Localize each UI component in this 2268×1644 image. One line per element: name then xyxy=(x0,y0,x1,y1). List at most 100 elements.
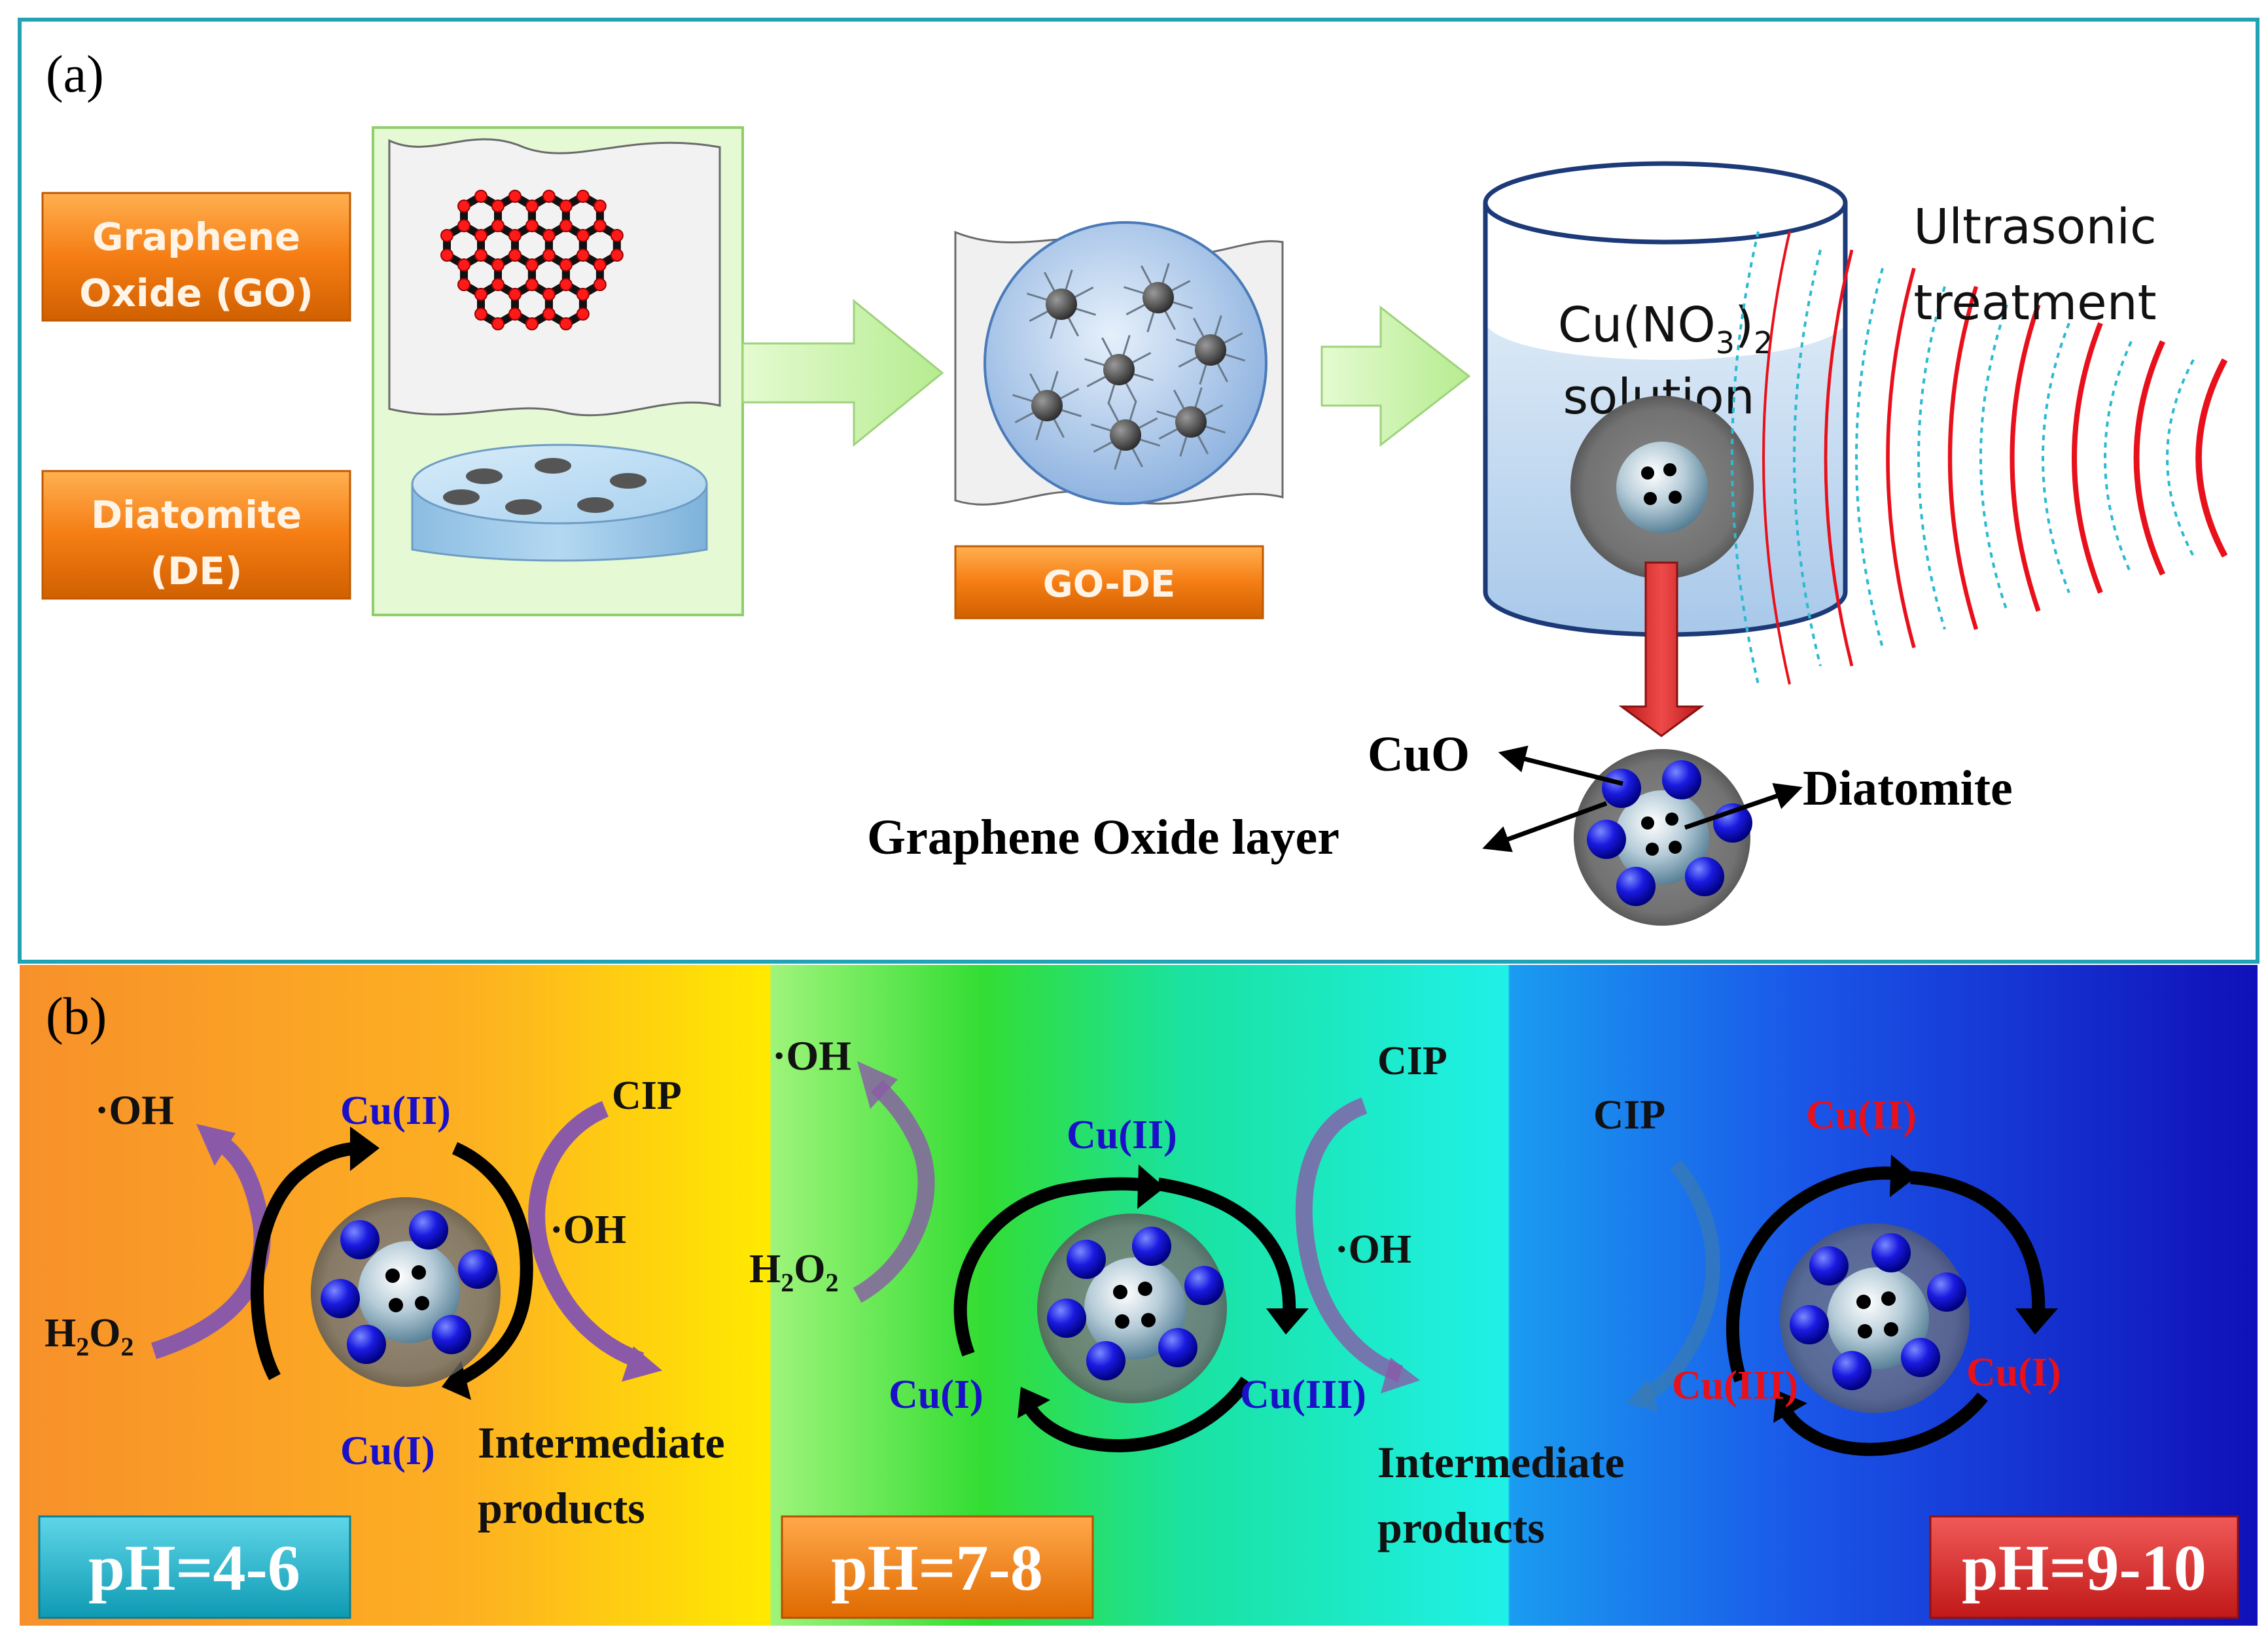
sound-wave-red xyxy=(2072,322,2103,594)
s3-cu3: Cu(III) xyxy=(1672,1363,1798,1408)
sound-wave-red xyxy=(2195,358,2228,558)
oxygen-atom xyxy=(508,307,522,321)
oxygen-atom xyxy=(576,249,590,262)
cuo-go-de-particle xyxy=(1574,749,1752,926)
oxygen-atom xyxy=(576,190,590,203)
diatomite-particle xyxy=(1195,334,1226,366)
oxygen-atom xyxy=(525,278,539,291)
pointer-arrows xyxy=(1482,745,1803,852)
sound-wave-blue xyxy=(1855,268,1884,648)
panel-b-label: (b) xyxy=(46,988,107,1045)
diatomite-disk xyxy=(411,444,708,562)
go-de-label: GO-DE xyxy=(1043,563,1176,606)
sound-wave-red xyxy=(2133,340,2166,576)
oxygen-atom xyxy=(474,288,487,301)
s1-intermediate-1: Intermediate xyxy=(478,1418,725,1467)
go-box-line2: Oxide (GO) xyxy=(79,271,313,315)
oxygen-atom xyxy=(525,219,539,232)
oxygen-atom xyxy=(474,229,487,242)
oxygen-atom xyxy=(593,200,607,213)
oxygen-atom xyxy=(508,249,522,262)
s1-cip: CIP xyxy=(612,1074,682,1118)
oxygen-atom xyxy=(559,219,573,232)
graphene-lattice xyxy=(440,190,624,330)
product-arrow xyxy=(1618,561,1705,737)
cuo-label: CuO xyxy=(1368,727,1470,782)
s2-oh-top: ·OH xyxy=(772,1032,851,1079)
sound-wave-red xyxy=(2010,304,2041,612)
oxygen-atom xyxy=(610,229,624,242)
oxygen-atom xyxy=(542,307,556,321)
oxygen-atom xyxy=(559,258,573,271)
s2-h2o2: H2O2 xyxy=(749,1247,838,1297)
diatomite-particle xyxy=(1103,354,1135,385)
oxygen-atom xyxy=(559,317,573,330)
diatomite-particle xyxy=(1143,282,1174,313)
process-arrow-2 xyxy=(1320,305,1471,447)
oxygen-atom xyxy=(559,200,573,213)
s2-oh-mid: ·OH xyxy=(1335,1227,1411,1272)
go-box: Graphene Oxide (GO) xyxy=(41,192,351,322)
oxygen-atom xyxy=(542,249,556,262)
panel-a-label: (a) xyxy=(46,46,104,103)
sound-wave-blue xyxy=(2042,323,2070,593)
beaker: Cu(NO3)2 solution xyxy=(1483,161,1848,637)
sound-wave-red xyxy=(1947,286,1979,630)
oxygen-atom xyxy=(542,229,556,242)
diatomite-particle xyxy=(1110,419,1141,451)
oxygen-atom xyxy=(508,229,522,242)
de-box: Diatomite (DE) xyxy=(41,470,351,600)
oxygen-atom xyxy=(457,200,471,213)
sound-wave-red xyxy=(1886,268,1916,648)
oxygen-atom xyxy=(525,317,539,330)
go-de-box: GO-DE xyxy=(954,545,1264,620)
s1-oh-top: ·OH xyxy=(95,1087,174,1133)
oxygen-atom xyxy=(576,229,590,242)
ph-label-7-8: pH=7-8 xyxy=(831,1531,1043,1604)
oxygen-atom xyxy=(542,190,556,203)
oxygen-atom xyxy=(491,317,505,330)
process-arrow-1 xyxy=(741,298,944,447)
ph-badge-7-8: pH=7-8 xyxy=(781,1515,1094,1619)
diatomite-particle xyxy=(1175,406,1207,438)
go-de-composite xyxy=(954,221,1284,506)
go-box-line1: Graphene xyxy=(92,215,300,259)
oxygen-atom xyxy=(576,307,590,321)
s2-cu1: Cu(I) xyxy=(889,1373,983,1417)
s2-cu2: Cu(II) xyxy=(1067,1113,1177,1157)
oxygen-atom xyxy=(610,249,624,262)
s1-cu1: Cu(I) xyxy=(340,1429,435,1473)
s3-cu2: Cu(II) xyxy=(1806,1093,1917,1138)
s2-cu3: Cu(III) xyxy=(1240,1373,1366,1417)
oxygen-atom xyxy=(593,219,607,232)
oxygen-atom xyxy=(491,200,505,213)
ultrasonic-label-1: Ultrasonic xyxy=(1913,199,2156,255)
sound-wave-blue xyxy=(1731,231,1760,685)
oxygen-atom xyxy=(457,258,471,271)
diatomite-label: Diatomite xyxy=(1803,761,2013,816)
ultrasonic-label-2: treatment xyxy=(1913,275,2156,331)
ph-label-9-10: pH=9-10 xyxy=(1962,1531,2206,1604)
s2-cip: CIP xyxy=(1377,1039,1447,1083)
oxygen-atom xyxy=(593,278,607,291)
s2-intermediate-2: products xyxy=(1377,1503,1545,1552)
sound-wave-red xyxy=(1824,249,1854,667)
precursor-panel xyxy=(372,126,744,616)
oxygen-atom xyxy=(525,200,539,213)
oxygen-atom xyxy=(474,249,487,262)
s1-cu2: Cu(II) xyxy=(340,1089,451,1133)
oxygen-atom xyxy=(474,307,487,321)
s1-h2o2: H2O2 xyxy=(44,1311,133,1361)
sound-wave-blue xyxy=(2104,341,2133,575)
oxygen-atom xyxy=(559,278,573,291)
oxygen-atom xyxy=(457,219,471,232)
ph-badge-9-10: pH=9-10 xyxy=(1929,1515,2239,1619)
oxygen-atom xyxy=(440,229,454,242)
ultrasonic-waves xyxy=(1731,231,2228,685)
de-box-line1: Diatomite xyxy=(91,493,302,537)
oxygen-atom xyxy=(491,219,505,232)
s3-cu1: Cu(I) xyxy=(1966,1350,2061,1395)
oxygen-atom xyxy=(440,249,454,262)
oxygen-atom xyxy=(491,278,505,291)
